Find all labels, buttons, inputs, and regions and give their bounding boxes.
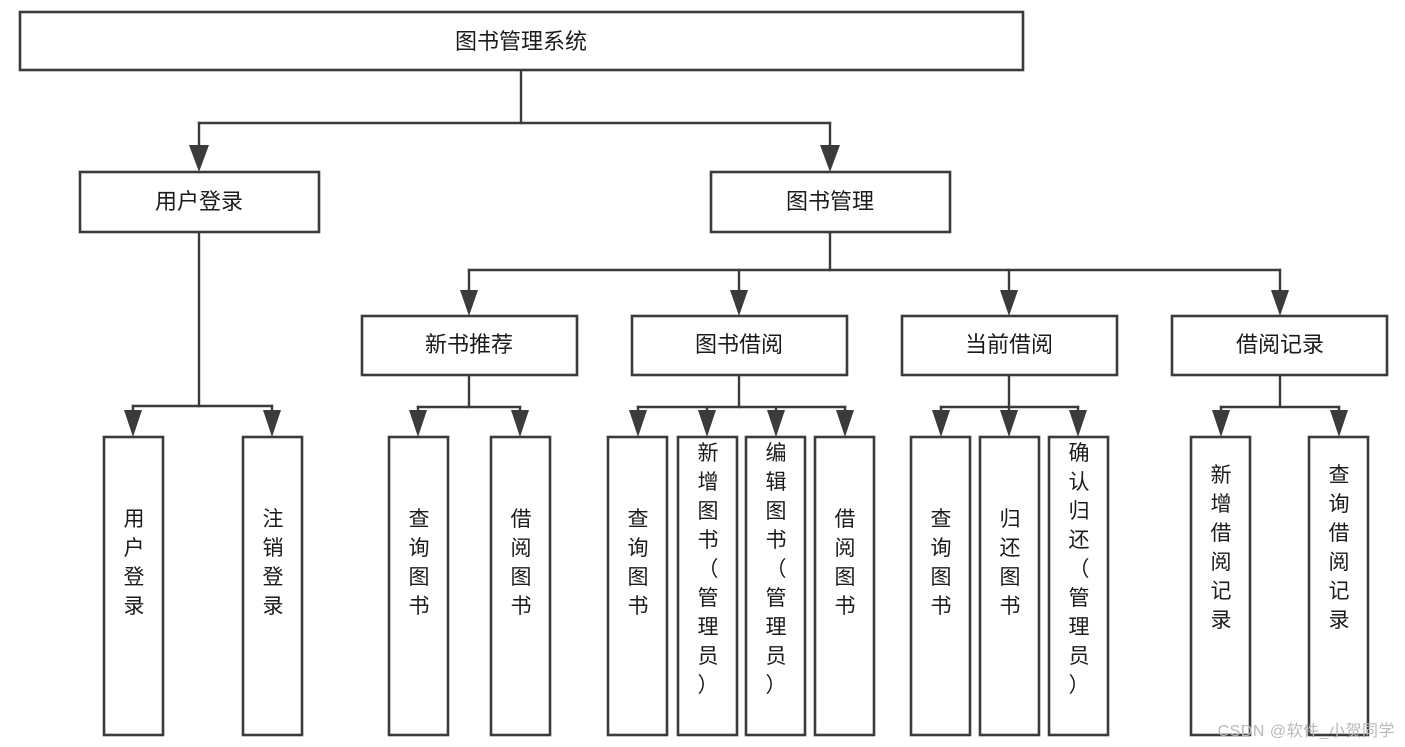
arrow-root-to-book-mgmt bbox=[820, 145, 840, 172]
node-borrow-record-label: 借阅记录 bbox=[1236, 332, 1324, 357]
connector-group-borrow-record bbox=[1212, 373, 1348, 437]
node-user-login[interactable]: 用户登录 bbox=[78, 170, 321, 234]
arrow-user-login-leaf-2 bbox=[263, 410, 281, 437]
node-book-borrow-label: 图书借阅 bbox=[695, 332, 783, 357]
arrow-borrow-record-leaf-2 bbox=[1330, 410, 1348, 437]
leaf-book-borrow-add-box[interactable] bbox=[676, 435, 739, 737]
leaf-node-book-borrow-add[interactable]: 新增图书（管理员） bbox=[676, 435, 739, 737]
leaf-new-book-borrow-label: 借阅图书 bbox=[511, 508, 532, 618]
leaf-current-borrow-confirm-box[interactable] bbox=[1047, 435, 1110, 737]
connector-group-new-book bbox=[409, 373, 529, 437]
leaf-new-book-borrow-box[interactable] bbox=[489, 435, 552, 737]
leaf-current-borrow-return-label: 归还图书 bbox=[1000, 508, 1021, 618]
leaf-node-book-borrow-borrow[interactable]: 借阅图书 bbox=[813, 435, 876, 737]
arrow-book-mgmt-to-new-book bbox=[460, 290, 478, 316]
connector-group-current-borrow bbox=[932, 373, 1087, 437]
node-book-management-label: 图书管理 bbox=[786, 189, 874, 214]
leaf-node-user-login-login[interactable]: 用户登录 bbox=[102, 435, 165, 737]
node-current-borrow-label: 当前借阅 bbox=[965, 332, 1053, 357]
leaf-user-login-logout-box[interactable] bbox=[241, 435, 304, 737]
leaf-borrow-record-add-box[interactable] bbox=[1189, 435, 1252, 737]
leaf-node-user-login-logout[interactable]: 注销登录 bbox=[241, 435, 304, 737]
leaf-book-borrow-edit-label: 编辑图书（管理员） bbox=[766, 442, 787, 697]
arrow-root-to-user-login bbox=[189, 145, 209, 172]
node-user-login-label: 用户登录 bbox=[155, 189, 243, 214]
node-borrow-record-box[interactable] bbox=[1170, 314, 1389, 377]
leaf-node-new-book-query[interactable]: 查询图书 bbox=[387, 435, 450, 737]
node-borrow-record[interactable]: 借阅记录 bbox=[1170, 314, 1389, 377]
leaf-user-login-login-box[interactable] bbox=[102, 435, 165, 737]
node-root-system[interactable]: 图书管理系统 bbox=[18, 10, 1025, 72]
arrow-book-mgmt-to-book-borrow bbox=[730, 290, 748, 316]
arrow-book-mgmt-to-current-borrow bbox=[1000, 290, 1018, 316]
node-root-system-label: 图书管理系统 bbox=[455, 29, 587, 54]
connector-group-user-login bbox=[124, 230, 281, 437]
leaf-node-current-borrow-return[interactable]: 归还图书 bbox=[978, 435, 1041, 737]
arrow-book-borrow-leaf-4 bbox=[836, 410, 854, 437]
node-new-book-recommend-label: 新书推荐 bbox=[425, 332, 513, 357]
arrow-current-borrow-leaf-1 bbox=[932, 410, 950, 437]
arrow-borrow-record-leaf-1 bbox=[1212, 410, 1230, 437]
arrow-book-mgmt-to-borrow-record bbox=[1271, 290, 1289, 316]
leaf-current-borrow-query-box[interactable] bbox=[909, 435, 972, 737]
arrow-current-borrow-leaf-3 bbox=[1069, 410, 1087, 437]
connector-group-book-borrow bbox=[629, 373, 854, 437]
leaf-node-current-borrow-query[interactable]: 查询图书 bbox=[909, 435, 972, 737]
node-book-management[interactable]: 图书管理 bbox=[709, 170, 952, 234]
leaf-book-borrow-query-box[interactable] bbox=[606, 435, 669, 737]
leaf-node-book-borrow-edit[interactable]: 编辑图书（管理员） bbox=[744, 435, 807, 737]
leaf-borrow-record-query-label: 查询借阅记录 bbox=[1329, 464, 1350, 632]
node-root-system-box[interactable] bbox=[18, 10, 1025, 72]
node-book-borrow[interactable]: 图书借阅 bbox=[630, 314, 849, 377]
node-new-book-recommend[interactable]: 新书推荐 bbox=[360, 314, 579, 377]
leaf-node-borrow-record-query[interactable]: 查询借阅记录 bbox=[1307, 435, 1370, 737]
arrow-new-book-leaf-2 bbox=[511, 410, 529, 437]
leaf-node-new-book-borrow[interactable]: 借阅图书 bbox=[489, 435, 552, 737]
arrow-current-borrow-leaf-2 bbox=[1000, 410, 1018, 437]
leaf-book-borrow-borrow-label: 借阅图书 bbox=[835, 508, 856, 618]
arrow-new-book-leaf-1 bbox=[409, 410, 427, 437]
arrow-book-borrow-leaf-2 bbox=[698, 410, 716, 437]
arrow-book-borrow-leaf-1 bbox=[629, 410, 647, 437]
node-new-book-recommend-box[interactable] bbox=[360, 314, 579, 377]
leaf-node-current-borrow-confirm[interactable]: 确认归还（管理员） bbox=[1047, 435, 1110, 737]
connector-group-root bbox=[189, 68, 840, 172]
leaf-user-login-login-label: 用户登录 bbox=[124, 508, 145, 618]
leaf-borrow-record-query-box[interactable] bbox=[1307, 435, 1370, 737]
leaf-book-borrow-edit-box[interactable] bbox=[744, 435, 807, 737]
node-user-login-box[interactable] bbox=[78, 170, 321, 234]
connector-group-book-mgmt bbox=[460, 230, 1289, 316]
node-book-management-box[interactable] bbox=[709, 170, 952, 234]
node-current-borrow[interactable]: 当前借阅 bbox=[900, 314, 1119, 377]
leaf-new-book-query-box[interactable] bbox=[387, 435, 450, 737]
arrow-user-login-leaf-1 bbox=[124, 410, 142, 437]
arrow-book-borrow-leaf-3 bbox=[767, 410, 785, 437]
leaf-book-borrow-add-label: 新增图书（管理员） bbox=[698, 442, 719, 697]
node-current-borrow-box[interactable] bbox=[900, 314, 1119, 377]
leaf-borrow-record-add-label: 新增借阅记录 bbox=[1211, 464, 1232, 632]
leaf-current-borrow-return-box[interactable] bbox=[978, 435, 1041, 737]
leaf-user-login-logout-label: 注销登录 bbox=[263, 508, 284, 618]
leaf-node-book-borrow-query[interactable]: 查询图书 bbox=[606, 435, 669, 737]
leaf-node-borrow-record-add[interactable]: 新增借阅记录 bbox=[1189, 435, 1252, 737]
leaf-book-borrow-query-label: 查询图书 bbox=[628, 508, 649, 618]
leaf-current-borrow-confirm-label: 确认归还（管理员） bbox=[1069, 442, 1090, 697]
leaf-new-book-query-label: 查询图书 bbox=[409, 508, 430, 618]
node-book-borrow-box[interactable] bbox=[630, 314, 849, 377]
leaf-current-borrow-query-label: 查询图书 bbox=[931, 508, 952, 618]
leaf-book-borrow-borrow-box[interactable] bbox=[813, 435, 876, 737]
